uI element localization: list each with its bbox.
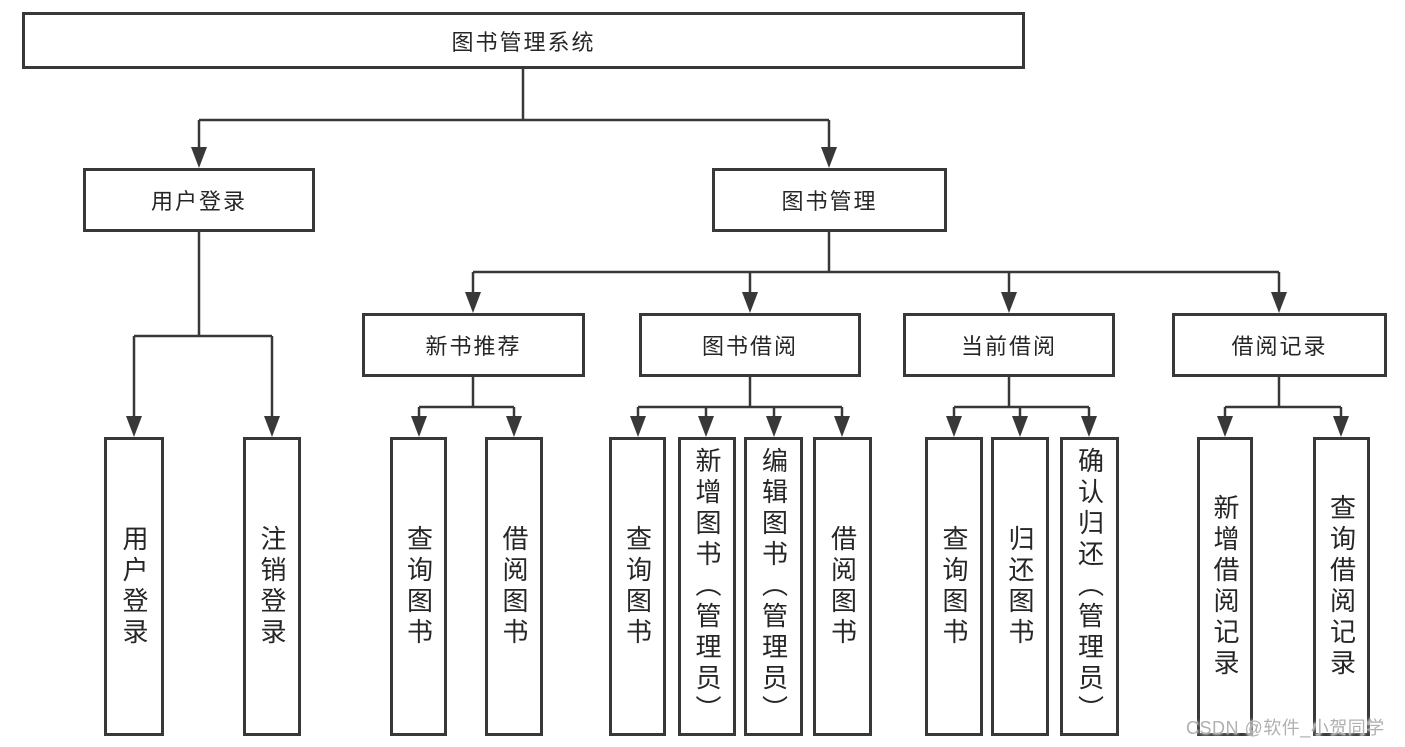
node-book-borrow: 图书借阅 <box>639 313 861 377</box>
node-book-management: 图书管理 <box>712 168 947 232</box>
node-leaf-query-books-recommend: 查询图书 <box>390 437 447 736</box>
node-user-login: 用户登录 <box>83 168 315 232</box>
watermark: CSDN @软件_小贺同学 <box>1186 718 1385 738</box>
node-leaf-borrow-books: 借阅图书 <box>813 437 872 736</box>
node-leaf-user-login: 用户登录 <box>104 437 164 736</box>
node-library-system: 图书管理系统 <box>22 12 1025 69</box>
arrowhead-icons <box>126 147 1349 437</box>
node-leaf-confirm-return-admin: 确认归还（管理员） <box>1060 437 1119 736</box>
node-new-book-recommend: 新书推荐 <box>362 313 585 377</box>
node-leaf-add-borrow-record: 新增借阅记录 <box>1197 437 1253 736</box>
node-current-borrow: 当前借阅 <box>903 313 1115 377</box>
node-leaf-query-books-borrow: 查询图书 <box>609 437 666 736</box>
node-leaf-query-borrow-record: 查询借阅记录 <box>1313 437 1370 736</box>
node-leaf-return-books: 归还图书 <box>991 437 1049 736</box>
node-leaf-query-books-current: 查询图书 <box>925 437 983 736</box>
node-leaf-add-books-admin: 新增图书（管理员） <box>678 437 736 736</box>
node-leaf-edit-books-admin: 编辑图书（管理员） <box>744 437 803 736</box>
node-leaf-borrow-books-recommend: 借阅图书 <box>485 437 543 736</box>
node-borrow-record: 借阅记录 <box>1172 313 1387 377</box>
node-leaf-logout: 注销登录 <box>243 437 301 736</box>
